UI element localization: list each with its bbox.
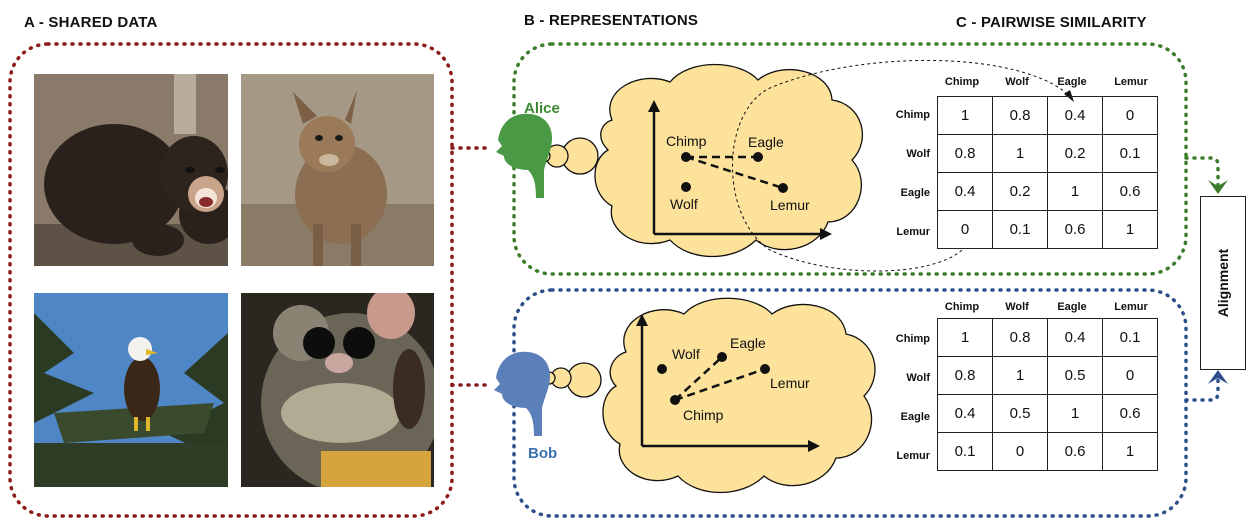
alice-name: Alice bbox=[524, 100, 560, 117]
alice-label-chimp: Chimp bbox=[666, 133, 707, 149]
alice-cell: 0.6 bbox=[1102, 172, 1158, 211]
bob-row-label-lemur: Lemur bbox=[896, 450, 930, 462]
bob-col-label-wolf: Wolf bbox=[1005, 301, 1029, 313]
bob-col-label-eagle: Eagle bbox=[1057, 301, 1087, 313]
alignment-box: Alignment bbox=[1200, 196, 1246, 370]
bob-axes bbox=[636, 314, 820, 452]
alice-row-label-lemur: Lemur bbox=[896, 226, 930, 238]
bob-cell: 0.4 bbox=[937, 394, 993, 433]
alice-col-label-eagle: Eagle bbox=[1057, 76, 1087, 88]
bob-similarity-matrix: 1 0.8 0.4 0.1 0.8 1 0.5 0 0.4 0.5 1 0.6 … bbox=[937, 318, 1158, 471]
bob-cell: 1 bbox=[992, 356, 1048, 395]
bob-cell: 0.5 bbox=[992, 394, 1048, 433]
alice-col-label-chimp: Chimp bbox=[944, 76, 980, 88]
alice-cell: 0.1 bbox=[992, 210, 1048, 249]
title-shared-data: A - SHARED DATA bbox=[24, 14, 158, 31]
bob-cell: 1 bbox=[937, 318, 993, 357]
bob-cell: 0.1 bbox=[937, 432, 993, 471]
alice-cell: 0 bbox=[937, 210, 993, 249]
bob-frame bbox=[512, 288, 1188, 518]
alice-label-eagle: Eagle bbox=[748, 134, 784, 150]
alice-point-eagle bbox=[753, 152, 763, 162]
eagle-photo bbox=[34, 293, 228, 487]
alice-head-icon bbox=[496, 113, 552, 198]
alice-axes bbox=[648, 100, 832, 240]
bob-label-chimp: Chimp bbox=[683, 407, 724, 423]
alice-link-chimp-lemur bbox=[685, 155, 784, 190]
alice-row-label-eagle: Eagle bbox=[900, 187, 930, 199]
alice-cell: 1 bbox=[1102, 210, 1158, 249]
bob-cell: 0.4 bbox=[1047, 318, 1103, 357]
alignment-label: Alignment bbox=[1215, 248, 1231, 318]
bob-col-label-lemur: Lemur bbox=[1114, 301, 1148, 313]
bob-row-label-wolf: Wolf bbox=[906, 372, 930, 384]
title-pairwise-similarity: C - PAIRWISE SIMILARITY bbox=[956, 14, 1147, 31]
bob-cell: 0.8 bbox=[992, 318, 1048, 357]
shared-data-frame bbox=[8, 42, 454, 518]
alice-cell: 1 bbox=[937, 96, 993, 135]
alice-cell: 0.6 bbox=[1047, 210, 1103, 249]
alice-label-lemur: Lemur bbox=[770, 197, 810, 213]
bob-label-wolf: Wolf bbox=[672, 346, 700, 362]
alice-point-wolf bbox=[681, 182, 691, 192]
alice-cell: 0.8 bbox=[937, 134, 993, 173]
bob-cell: 0 bbox=[992, 432, 1048, 471]
title-representations: B - REPRESENTATIONS bbox=[524, 12, 699, 29]
bob-cell: 1 bbox=[1047, 394, 1103, 433]
alice-point-lemur bbox=[778, 183, 788, 193]
wolf-photo bbox=[241, 74, 434, 266]
arrowhead-bob-alignment bbox=[1208, 370, 1228, 384]
bob-cell: 0.5 bbox=[1047, 356, 1103, 395]
alice-cell: 1 bbox=[992, 134, 1048, 173]
alice-cell: 0.2 bbox=[1047, 134, 1103, 173]
bob-point-chimp bbox=[670, 395, 680, 405]
alice-col-label-lemur: Lemur bbox=[1114, 76, 1148, 88]
bob-point-wolf bbox=[657, 364, 667, 374]
chimpanzee-photo bbox=[34, 74, 228, 266]
alice-cell: 0.4 bbox=[1047, 96, 1103, 135]
alice-cell: 0 bbox=[1102, 96, 1158, 135]
bob-cell: 0.6 bbox=[1047, 432, 1103, 471]
bob-head-icon bbox=[494, 351, 550, 436]
alice-label-wolf: Wolf bbox=[670, 196, 698, 212]
bob-label-eagle: Eagle bbox=[730, 335, 766, 351]
bob-row-label-chimp: Chimp bbox=[895, 333, 930, 345]
connector-bob-to-alignment bbox=[1184, 374, 1220, 402]
bob-name: Bob bbox=[528, 445, 558, 462]
bob-label-lemur: Lemur bbox=[770, 375, 810, 391]
bob-cell: 0 bbox=[1102, 356, 1158, 395]
alice-cell: 0.4 bbox=[937, 172, 993, 211]
bob-point-lemur bbox=[760, 364, 770, 374]
bob-row-label-eagle: Eagle bbox=[900, 411, 930, 423]
alice-point-chimp bbox=[681, 152, 691, 162]
bob-cell: 0.8 bbox=[937, 356, 993, 395]
alice-cell: 0.8 bbox=[992, 96, 1048, 135]
bob-cell: 0.1 bbox=[1102, 318, 1158, 357]
alice-cell: 1 bbox=[1047, 172, 1103, 211]
alice-row-label-wolf: Wolf bbox=[906, 148, 930, 160]
alice-cell: 0.1 bbox=[1102, 134, 1158, 173]
lemur-photo bbox=[241, 293, 434, 487]
alice-col-label-wolf: Wolf bbox=[1005, 76, 1029, 88]
bob-thought-cloud bbox=[542, 297, 876, 494]
bob-cell: 1 bbox=[1102, 432, 1158, 471]
bob-cell: 0.6 bbox=[1102, 394, 1158, 433]
alice-correspondence-arc bbox=[732, 59, 1071, 272]
bob-point-eagle bbox=[717, 352, 727, 362]
connector-alice-to-alignment bbox=[1184, 156, 1220, 188]
alice-cell: 0.2 bbox=[992, 172, 1048, 211]
bob-col-label-chimp: Chimp bbox=[944, 301, 980, 313]
bob-link-chimp-eagle bbox=[674, 356, 723, 401]
bob-link-chimp-lemur bbox=[674, 367, 766, 402]
alice-similarity-matrix: 1 0.8 0.4 0 0.8 1 0.2 0.1 0.4 0.2 1 0.6 … bbox=[937, 96, 1158, 249]
alice-row-label-chimp: Chimp bbox=[895, 109, 930, 121]
arrowhead-alice-alignment bbox=[1208, 180, 1228, 194]
